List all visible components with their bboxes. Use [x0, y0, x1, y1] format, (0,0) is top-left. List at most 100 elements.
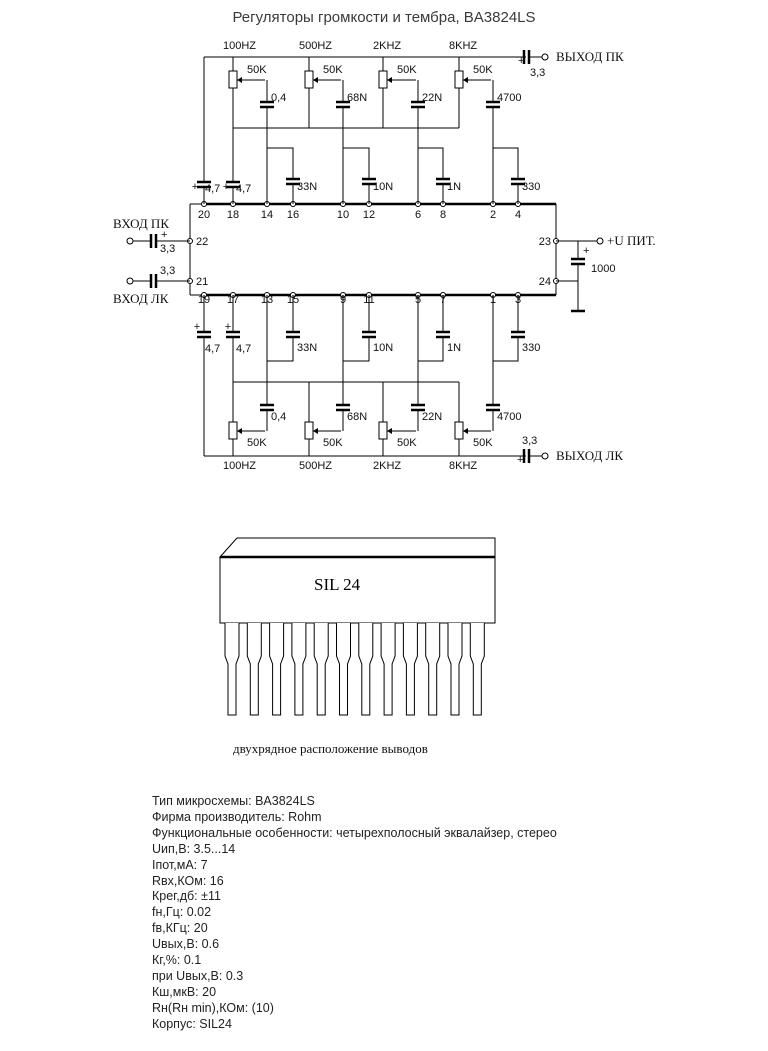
spec-item: Uвых,В: 0.6	[152, 937, 220, 952]
wiper-arrow	[387, 428, 392, 434]
cap-value: 330	[522, 181, 540, 193]
spec-item: Кш,мкВ: 20	[152, 984, 217, 999]
cap-value: 1000	[591, 263, 615, 275]
package-lead	[269, 623, 285, 716]
pin-number: 10	[337, 209, 349, 221]
plus-sign: +	[223, 181, 229, 193]
pot-value: 50K	[473, 437, 493, 449]
cap-value: 4,7	[205, 343, 220, 355]
cap-value: 3,3	[530, 67, 545, 79]
terminal	[126, 237, 134, 245]
spec-item: Кг,%: 0.1	[152, 953, 202, 968]
plus-sign: +	[194, 321, 200, 333]
freq-label: 100HZ	[223, 460, 256, 472]
cap-value: 4,7	[205, 183, 220, 195]
wiper-arrow	[463, 77, 468, 83]
spec-item: Iпот,мА: 7	[152, 857, 208, 872]
wiper-arrow	[313, 77, 318, 83]
cap-value: 4,7	[236, 183, 251, 195]
plus-sign: +	[192, 181, 198, 193]
spec-item: fв,КГц: 20	[152, 921, 208, 936]
pin-number: 2	[490, 209, 496, 221]
cap-value: 33N	[297, 342, 317, 354]
cap-value: 10N	[373, 181, 393, 193]
pin-number: 4	[515, 209, 521, 221]
wire	[267, 338, 294, 362]
wiper-arrow	[463, 428, 468, 434]
pot-value: 50K	[247, 64, 267, 76]
pinout-caption: двухрядное расположение выводов	[233, 741, 428, 756]
cap-value: 1N	[447, 181, 461, 193]
freq-label: 100HZ	[223, 40, 256, 52]
freq-label: 8KHZ	[449, 460, 477, 472]
terminal	[541, 53, 549, 61]
potentiometer	[454, 421, 464, 440]
cap-value: 3,3	[160, 243, 175, 255]
wire	[493, 338, 519, 362]
pin-number: 20	[198, 209, 210, 221]
plus-sign: +	[583, 245, 589, 257]
plus-sign: +	[517, 454, 523, 466]
cap-value: 4,7	[236, 343, 251, 355]
spec-item: Крег,дб: ±11	[152, 889, 221, 904]
cap-value: 68N	[347, 92, 367, 104]
potentiometer	[304, 70, 314, 89]
package-lead	[246, 623, 262, 716]
package-lead	[402, 623, 418, 716]
terminal	[126, 277, 134, 285]
spec-item: Тип микросхемы: BA3824LS	[152, 794, 315, 808]
pot-value: 50K	[473, 64, 493, 76]
wire	[343, 147, 370, 178]
terminal	[596, 237, 604, 245]
cap-value: 3,3	[160, 265, 175, 277]
cap-value: 22N	[422, 411, 442, 423]
pin-number: 14	[261, 209, 273, 221]
cap-value: 22N	[422, 92, 442, 104]
cap-value: 4700	[497, 92, 521, 104]
pot-value: 50K	[323, 437, 343, 449]
wire	[267, 147, 294, 178]
spec-item: Rвх,КОм: 16	[152, 873, 224, 888]
pin-number: 23	[539, 236, 551, 248]
package-lead	[291, 623, 307, 716]
package-body	[219, 556, 496, 624]
pot-value: 50K	[247, 437, 267, 449]
pin-number: 18	[227, 209, 239, 221]
cap-value: 330	[522, 342, 540, 354]
wire	[418, 338, 444, 362]
wiper-arrow	[237, 77, 242, 83]
output-label: ВЫХОД ПК	[556, 49, 624, 64]
wire	[418, 147, 444, 178]
freq-label: 500HZ	[299, 460, 332, 472]
spec-item: Rн(Rн min),КОм: (10)	[152, 1000, 274, 1015]
cap-value: 3,3	[522, 435, 537, 447]
package-lead	[380, 623, 396, 716]
supply-label: +U ПИТ.	[607, 233, 656, 248]
pin-number: 22	[196, 236, 208, 248]
package-lead	[425, 623, 441, 716]
package-label: SIL 24	[314, 575, 361, 594]
package-lead	[358, 623, 374, 716]
cap-value: 68N	[347, 411, 367, 423]
potentiometer	[454, 70, 464, 89]
package-lead	[336, 623, 351, 716]
pin-number: 12	[363, 209, 375, 221]
wire	[343, 338, 370, 362]
package-top-face	[218, 537, 496, 558]
cap-value: 1N	[447, 342, 461, 354]
cap-value: 4700	[497, 411, 521, 423]
pot-value: 50K	[397, 64, 417, 76]
spec-item: Функциональные особенности: четырехполос…	[152, 825, 557, 840]
cap-value: 10N	[373, 342, 393, 354]
plus-sign: +	[518, 55, 524, 67]
pot-value: 50K	[397, 437, 417, 449]
freq-label: 2KHZ	[373, 40, 401, 52]
package-lead	[313, 623, 329, 716]
potentiometer	[378, 421, 388, 440]
potentiometer	[304, 421, 314, 440]
output-label: ВЫХОД ЛК	[556, 448, 623, 463]
pin-number: 8	[440, 209, 446, 221]
freq-label: 2KHZ	[373, 460, 401, 472]
